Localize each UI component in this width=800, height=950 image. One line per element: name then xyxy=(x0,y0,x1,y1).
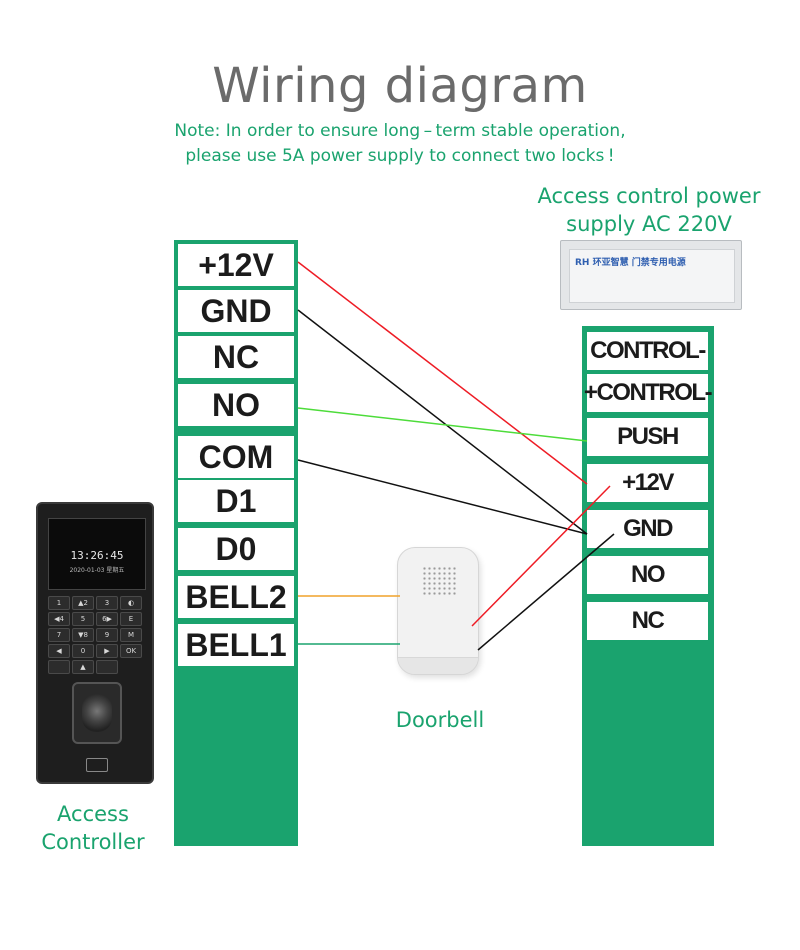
right-terminal-no: NO xyxy=(587,556,708,594)
power-supply-label-line2: supply AC 220V xyxy=(566,212,732,236)
right-terminal-control-plus: +CONTROL- xyxy=(584,374,713,412)
controller-caption-line2: Controller xyxy=(41,830,145,854)
wire-12v-to-12v xyxy=(297,261,588,485)
keypad-key[interactable]: ▲ xyxy=(72,660,94,674)
left-terminal-bell1: BELL1 xyxy=(178,624,294,666)
doorbell-device xyxy=(397,547,479,675)
power-supply-panel xyxy=(569,249,735,303)
left-terminal-d0: D0 xyxy=(178,528,294,570)
keypad-key[interactable]: 0 xyxy=(72,644,94,658)
left-terminal-com: COM xyxy=(178,436,294,478)
keypad-key[interactable]: 7 xyxy=(48,628,70,642)
right-terminal-push: PUSH xyxy=(587,418,708,456)
wire-gnd-to-gnd xyxy=(297,309,588,535)
page-title: Wiring diagram xyxy=(212,58,588,114)
left-terminal-no: NO xyxy=(178,384,294,426)
keypad-key[interactable]: ◀4 xyxy=(48,612,70,626)
keypad-key[interactable]: E xyxy=(120,612,142,626)
keypad-key[interactable]: M xyxy=(120,628,142,642)
power-supply-label-line1: Access control power xyxy=(537,184,761,208)
controller-screen: 13:26:45 2020-01-03 星期五 xyxy=(48,518,146,590)
keypad-key[interactable]: ▲2 xyxy=(72,596,94,610)
power-supply-terminal-panel: CONTROL- +CONTROL- PUSH +12V GND NO NC xyxy=(582,326,714,846)
controller-screen-time: 13:26:45 xyxy=(70,549,124,562)
keypad-key[interactable]: ▼8 xyxy=(72,628,94,642)
wire-doorbell-to-gnd xyxy=(477,533,615,651)
keypad-key[interactable]: 6▶ xyxy=(96,612,118,626)
keypad-key[interactable]: 1 xyxy=(48,596,70,610)
fingerprint-icon xyxy=(82,694,112,732)
right-terminal-gnd: GND xyxy=(587,510,708,548)
controller-caption-line1: Access xyxy=(57,802,129,826)
power-supply-label: Access control power supply AC 220V xyxy=(518,182,780,238)
left-terminal-nc: NC xyxy=(178,336,294,378)
keypad-key[interactable]: 9 xyxy=(96,628,118,642)
keypad-key[interactable]: ▶ xyxy=(96,644,118,658)
right-terminal-12v: +12V xyxy=(587,464,708,502)
controller-terminal-panel: +12V GND NC NO COM D1 D0 BELL2 BELL1 xyxy=(174,240,298,846)
doorbell-caption: Doorbell xyxy=(395,708,485,732)
note-line-1: Note: In order to ensure long – term sta… xyxy=(174,121,626,141)
keypad-key[interactable]: ◐ xyxy=(120,596,142,610)
power-supply-box-text: RH 环亚智慧 门禁专用电源 xyxy=(575,258,686,268)
keypad-key[interactable]: ◀ xyxy=(48,644,70,658)
keypad-key[interactable]: 5 xyxy=(72,612,94,626)
left-terminal-gnd: GND xyxy=(178,290,294,332)
controller-caption: Access Controller xyxy=(28,800,158,856)
controller-screen-date: 2020-01-03 星期五 xyxy=(69,567,125,574)
keypad-key[interactable] xyxy=(96,660,118,674)
doorbell-base xyxy=(398,657,478,674)
power-supply-box: RH 环亚智慧 门禁专用电源 xyxy=(560,240,742,310)
wire-no-to-push xyxy=(297,407,588,442)
note-line-2: please use 5A power supply to connect tw… xyxy=(185,146,615,166)
left-terminal-12v: +12V xyxy=(178,244,294,286)
speaker-grille-icon xyxy=(422,566,456,596)
keypad-key[interactable] xyxy=(48,660,70,674)
wire-com-to-gnd xyxy=(297,459,588,535)
card-reader-icon xyxy=(86,758,108,772)
right-terminal-nc: NC xyxy=(587,602,708,640)
left-terminal-d1: D1 xyxy=(178,480,294,522)
wire-doorbell-to-12v xyxy=(471,485,611,627)
left-terminal-bell2: BELL2 xyxy=(178,576,294,618)
keypad-key[interactable]: OK xyxy=(120,644,142,658)
fingerprint-sensor xyxy=(72,682,122,744)
right-terminal-control-minus: CONTROL- xyxy=(587,332,708,370)
keypad-key[interactable]: 3 xyxy=(96,596,118,610)
